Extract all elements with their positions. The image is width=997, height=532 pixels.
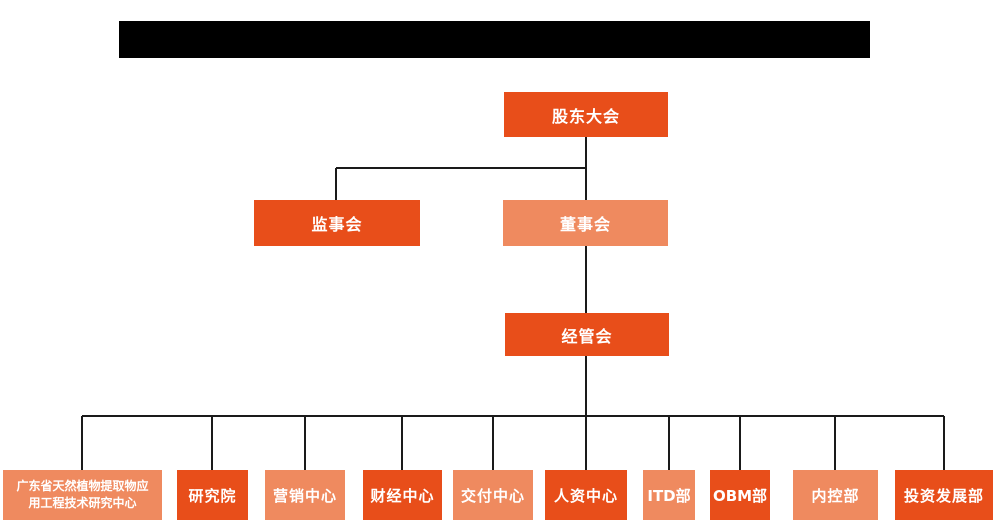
org-node-guangdong-research-center: 广东省天然植物提取物应用工程技术研究中心 <box>3 470 162 520</box>
org-node-research-institute: 研究院 <box>177 470 248 520</box>
org-node-internal-control-department: 内控部 <box>793 470 878 520</box>
org-node-delivery-center: 交付中心 <box>453 470 533 520</box>
org-node-marketing-center: 营销中心 <box>265 470 345 520</box>
org-node-investment-development-department: 投资发展部 <box>895 470 993 520</box>
org-node-finance-center: 财经中心 <box>363 470 442 520</box>
org-node-obm-department: OBM部 <box>710 470 770 520</box>
org-node-management-committee: 经管会 <box>505 313 669 356</box>
org-node-itd-department: ITD部 <box>643 470 695 520</box>
org-node-board-of-directors: 董事会 <box>503 200 668 246</box>
org-node-hr-center: 人资中心 <box>545 470 627 520</box>
redacted-title-bar <box>119 21 870 58</box>
org-node-shareholders-meeting: 股东大会 <box>504 92 668 137</box>
org-node-supervisory-board: 监事会 <box>254 200 420 246</box>
